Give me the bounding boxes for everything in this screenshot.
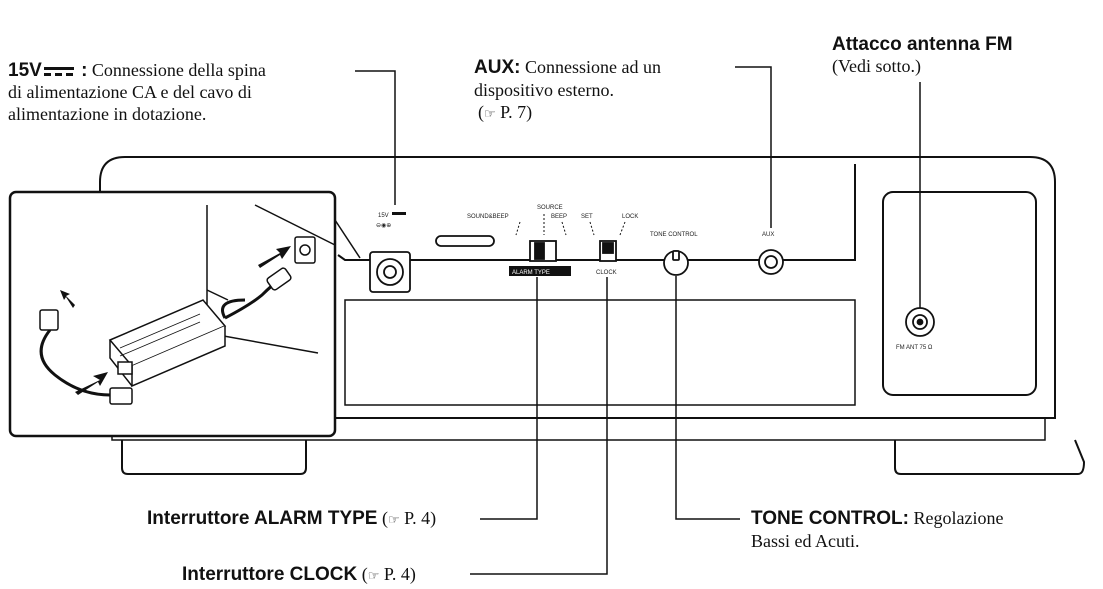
arrows bbox=[60, 246, 291, 395]
reference-icon: ☞ bbox=[367, 568, 380, 583]
reference-icon: ☞ bbox=[387, 512, 400, 527]
leader-tone bbox=[675, 276, 740, 520]
inset-zoom-line bbox=[334, 219, 361, 259]
dc-jack-label: 15V bbox=[378, 213, 389, 219]
callout-aux-ref-page: P. 7) bbox=[495, 102, 533, 122]
lock-label: LOCK bbox=[622, 214, 638, 220]
device-body bbox=[99, 156, 1056, 419]
leader-power bbox=[355, 70, 396, 205]
callout-power-line1: 15V : Connessione della spina bbox=[8, 60, 266, 82]
inset-wall-2 bbox=[254, 204, 336, 246]
plugs bbox=[39, 236, 316, 405]
callout-alarm: Interruttore ALARM TYPE (☞ P. 4) bbox=[147, 508, 436, 530]
leader-alarm bbox=[480, 277, 538, 520]
right-foot bbox=[894, 439, 1086, 475]
callout-alarm-ref-open: ( bbox=[377, 508, 388, 528]
callout-clock-title: Interruttore CLOCK bbox=[182, 564, 358, 585]
callout-tone-text-2: Bassi ed Acuti. bbox=[751, 531, 860, 551]
aux-jack bbox=[758, 249, 784, 275]
clock-switch bbox=[599, 240, 617, 262]
sound-beep-label: SOUND&BEEP bbox=[467, 214, 509, 220]
left-foot bbox=[121, 440, 307, 475]
reference-icon: ☞ bbox=[484, 106, 496, 121]
dc-jack bbox=[369, 251, 411, 293]
inset-wall-3 bbox=[206, 289, 229, 301]
callout-clock-ref-open: ( bbox=[357, 564, 368, 584]
dc-jack-polarity-icon: ⊖◉⊕ bbox=[376, 223, 391, 229]
callout-fm-title: Attacco antenna FM bbox=[832, 34, 1013, 55]
fm-antenna-connector bbox=[905, 307, 935, 337]
callout-power-colon: : bbox=[75, 60, 88, 81]
set-label: SET bbox=[581, 214, 593, 220]
callout-tone-line1: TONE CONTROL: Regolazione bbox=[751, 508, 1003, 530]
callout-power-text-2: di alimentazione CA e del cavo di bbox=[8, 82, 252, 102]
callout-power-text-1: Connessione della spina bbox=[87, 60, 266, 80]
callout-aux-ref: (☞ P. 7) bbox=[478, 102, 532, 123]
callout-tone-text-1: Regolazione bbox=[908, 508, 1004, 528]
callout-aux-ref-open: ( bbox=[478, 102, 484, 122]
callout-aux-title: AUX: bbox=[474, 57, 521, 78]
source-label: SOURCE bbox=[537, 205, 563, 211]
clock-panel-label: CLOCK bbox=[596, 270, 617, 276]
callout-aux-line1: AUX: Connessione ad un bbox=[474, 57, 661, 79]
fm-antenna-panel-label: FM ANT 75 Ω bbox=[896, 345, 933, 351]
rear-panel bbox=[337, 164, 856, 261]
fm-antenna-window bbox=[882, 191, 1037, 396]
alarm-type-switch bbox=[529, 240, 557, 262]
callout-tone-title: TONE CONTROL: bbox=[751, 508, 909, 529]
beep-label: BEEP bbox=[551, 214, 567, 220]
tone-control-knob bbox=[663, 250, 689, 276]
aux-panel-label: AUX bbox=[762, 232, 774, 238]
callout-aux-text-1: Connessione ad un bbox=[520, 57, 661, 77]
dc-symbol-icon bbox=[43, 67, 74, 77]
callout-aux-text-2: dispositivo esterno. bbox=[474, 80, 614, 100]
callout-power-text-3: alimentazione in dotazione. bbox=[8, 104, 207, 124]
tone-control-panel-label: TONE CONTROL bbox=[650, 232, 698, 238]
connector-slot bbox=[435, 235, 495, 247]
callout-clock-ref-page: P. 4) bbox=[379, 564, 416, 584]
callout-alarm-title: Interruttore ALARM TYPE bbox=[147, 508, 378, 529]
callout-fm-text: (Vedi sotto.) bbox=[832, 56, 921, 76]
ac-adapter bbox=[108, 299, 227, 388]
callout-clock: Interruttore CLOCK (☞ P. 4) bbox=[182, 564, 416, 586]
callout-alarm-ref-page: P. 4) bbox=[399, 508, 437, 528]
leader-clock bbox=[470, 277, 608, 575]
callout-power-title: 15V bbox=[8, 60, 42, 81]
lower-panel bbox=[344, 299, 856, 406]
leader-aux bbox=[735, 66, 772, 228]
alarm-type-panel-label: ALARM TYPE bbox=[512, 270, 550, 276]
